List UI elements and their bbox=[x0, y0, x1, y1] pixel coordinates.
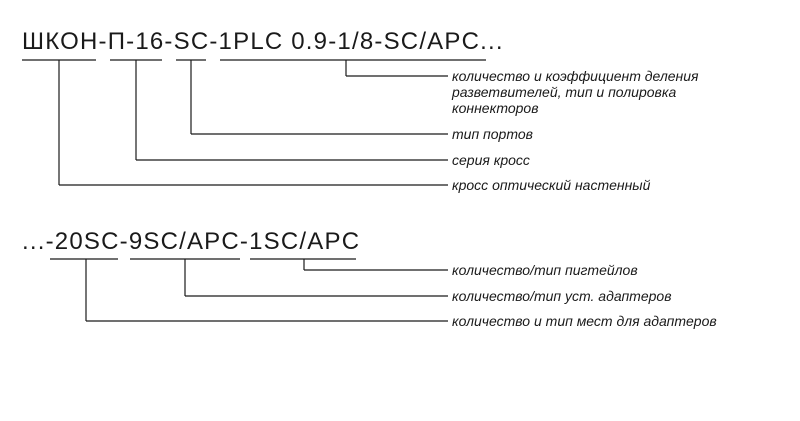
label-line: коннекторов bbox=[452, 100, 539, 116]
label-adapter-slots: количество и тип мест для адаптеров bbox=[452, 313, 717, 329]
label-pigtails: количество/тип пигтейлов bbox=[452, 262, 638, 278]
code-string-1: ШКОН-П-16-SC-1PLC 0.9-1/8-SC/APC... bbox=[22, 28, 504, 55]
label-installed-adapters: количество/тип уст. адаптеров bbox=[452, 288, 672, 304]
code-string-2: ...-20SC-9SC/APC-1SC/APC bbox=[22, 228, 361, 255]
label-wall-cross: кросс оптический настенный bbox=[452, 177, 651, 193]
label-port-type: тип портов bbox=[452, 126, 533, 142]
label-line: разветвителей, тип и полировка bbox=[452, 84, 677, 100]
label-cross-series: серия кросс bbox=[452, 152, 530, 168]
label-line: количество и коэффициент деления bbox=[452, 68, 699, 84]
label-splitter-count-ratio: количество и коэффициент деления разветв… bbox=[452, 68, 699, 116]
